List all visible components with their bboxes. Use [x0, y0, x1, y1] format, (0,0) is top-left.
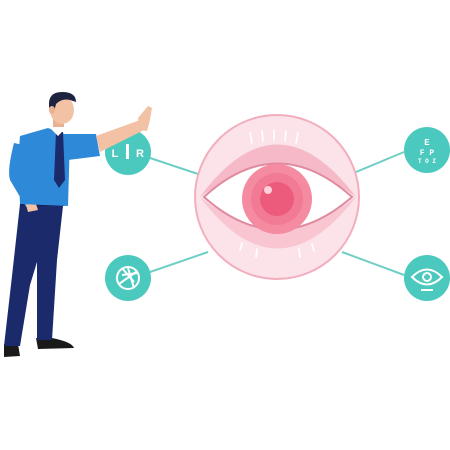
eye-chart-node: E F P T O Z [404, 127, 450, 173]
raised-hand [138, 106, 152, 131]
left-shoe [4, 344, 20, 357]
aperture-icon [116, 266, 140, 290]
eye-chart-row-1: E [424, 138, 430, 148]
tie [54, 132, 65, 188]
eyelashes [239, 129, 315, 258]
eye-plus-icon [410, 268, 444, 291]
eye-pupil [260, 182, 294, 216]
trousers [4, 204, 63, 346]
connector-lens-test [149, 157, 199, 175]
forearm [96, 120, 144, 152]
connector-eye-chart [355, 151, 405, 173]
eye-chart-row-3: T O Z [418, 158, 436, 165]
eye-highlight [264, 186, 272, 194]
aperture-node [105, 255, 151, 301]
lens-letter-right: R [136, 148, 144, 160]
ear [49, 106, 55, 114]
central-eye-badge [194, 114, 360, 280]
extended-arm [62, 134, 100, 160]
eye-chart-row-2: F P [420, 149, 435, 158]
right-shoe [36, 338, 74, 349]
connector-lines [149, 151, 405, 276]
lens-divider [126, 144, 129, 159]
eye-exam-node [404, 255, 450, 301]
upper-eyelid [200, 144, 356, 197]
connector-eye-exam [341, 251, 405, 276]
hair [48, 92, 76, 112]
man-figure [4, 92, 152, 357]
lens-letter-left: L [112, 148, 119, 160]
connector-aperture [149, 251, 209, 273]
lower-eyelid [200, 197, 356, 249]
